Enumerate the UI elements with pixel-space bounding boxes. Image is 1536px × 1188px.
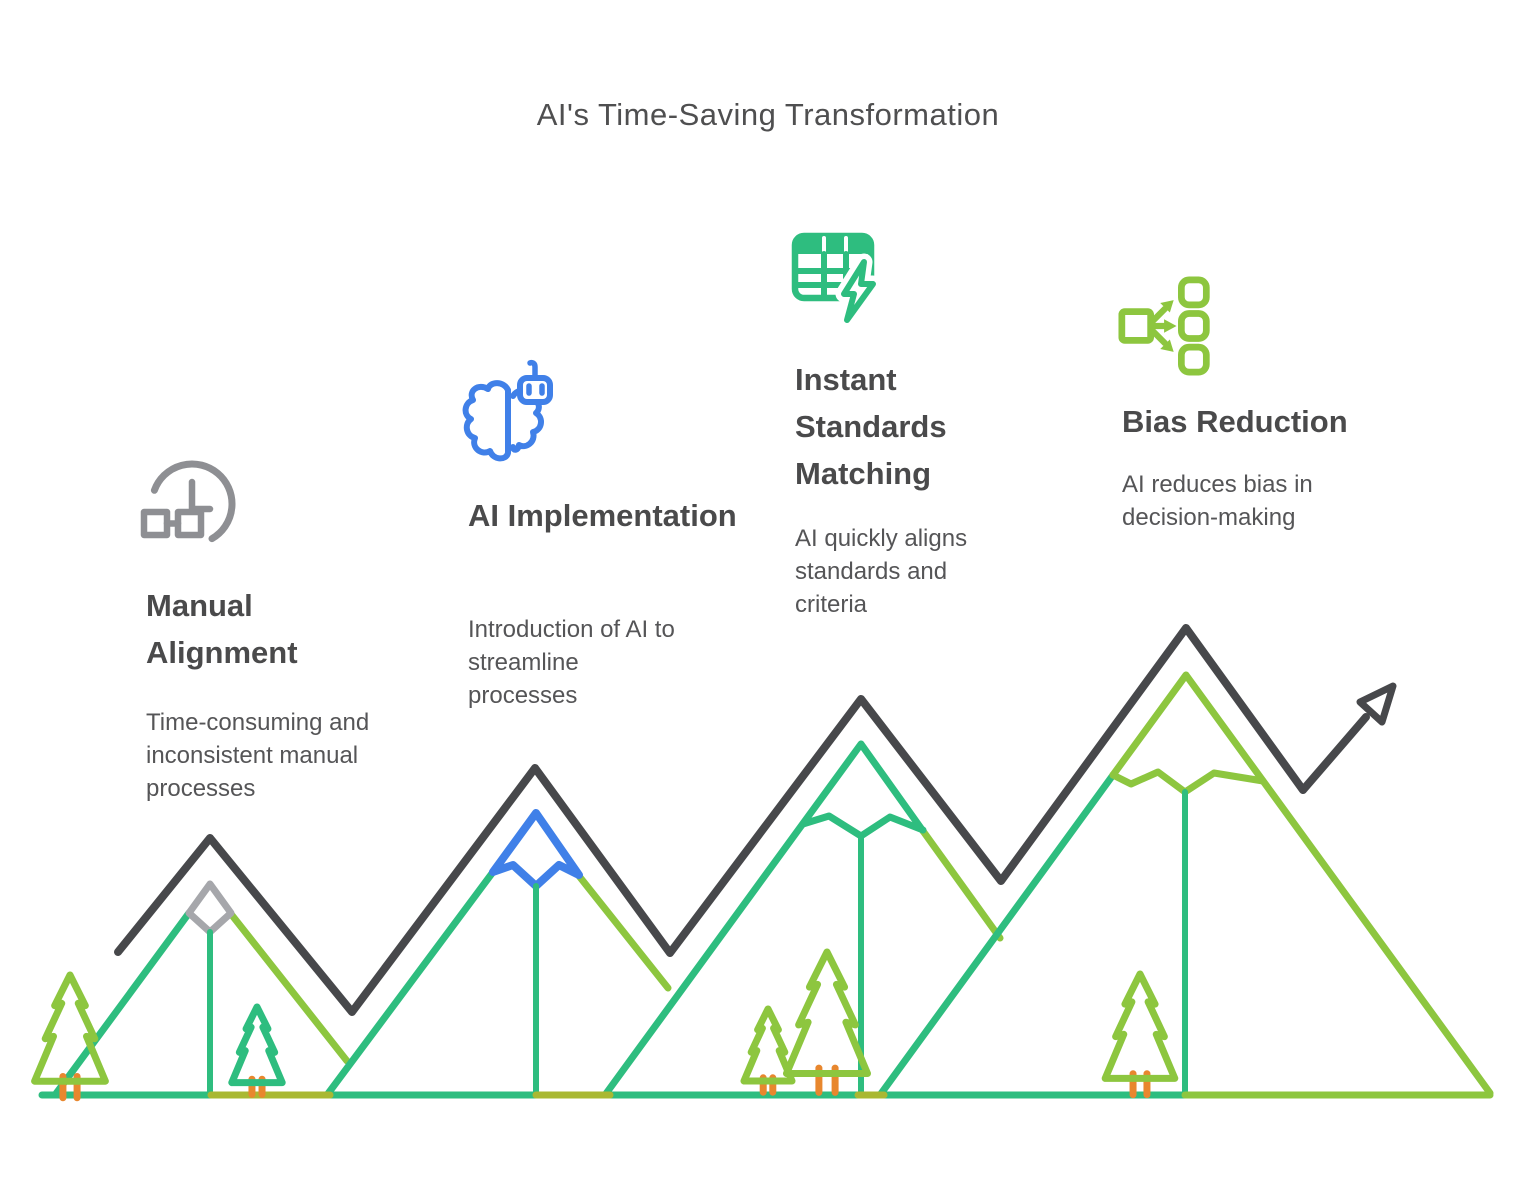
clock-and-glasses-icon (140, 460, 236, 543)
pine-tree-4 (787, 952, 868, 1092)
stage-heading-bias-reduction: Bias Reduction (1122, 404, 1348, 439)
ai-brain-robot-icon (462, 359, 553, 462)
mountain-3-cap (799, 812, 927, 840)
mountain-4 (876, 671, 1494, 1099)
stage-description-manual-alignment: Time-consuming and inconsistent manual p… (146, 709, 370, 802)
mountain-1-cap (185, 880, 235, 936)
growth-arrow-icon (1356, 682, 1397, 726)
pine-trees (35, 952, 1175, 1098)
stage-heading-manual-alignment: Manual Alignment (146, 588, 298, 670)
mountain-2 (323, 809, 672, 1099)
table-lightning-icon (791, 232, 882, 329)
stage-heading-ai-implementation: AI Implementation (468, 498, 737, 533)
mountain-1 (51, 880, 351, 1099)
mountain-2-cap (489, 809, 583, 890)
trend-line (114, 624, 1397, 1016)
pine-tree-3 (744, 1009, 792, 1092)
stage-description-bias-reduction: AI reduces bias in decision-making (1122, 471, 1313, 531)
stage-heading-instant-standards-matching: Instant Standards Matching (795, 362, 947, 491)
stage-description-instant-standards-matching: AI quickly aligns standards and criteria (795, 525, 968, 618)
pine-tree-1 (35, 975, 106, 1098)
page-title: AI's Time-Saving Transformation (536, 97, 1000, 132)
pine-tree-5 (1105, 974, 1175, 1095)
stage-description-ai-implementation: Introduction of AI to streamline process… (468, 616, 675, 709)
mountain-4-cap (1109, 768, 1267, 796)
pine-tree-2 (232, 1007, 282, 1094)
distribution-arrows-icon (1118, 276, 1210, 376)
